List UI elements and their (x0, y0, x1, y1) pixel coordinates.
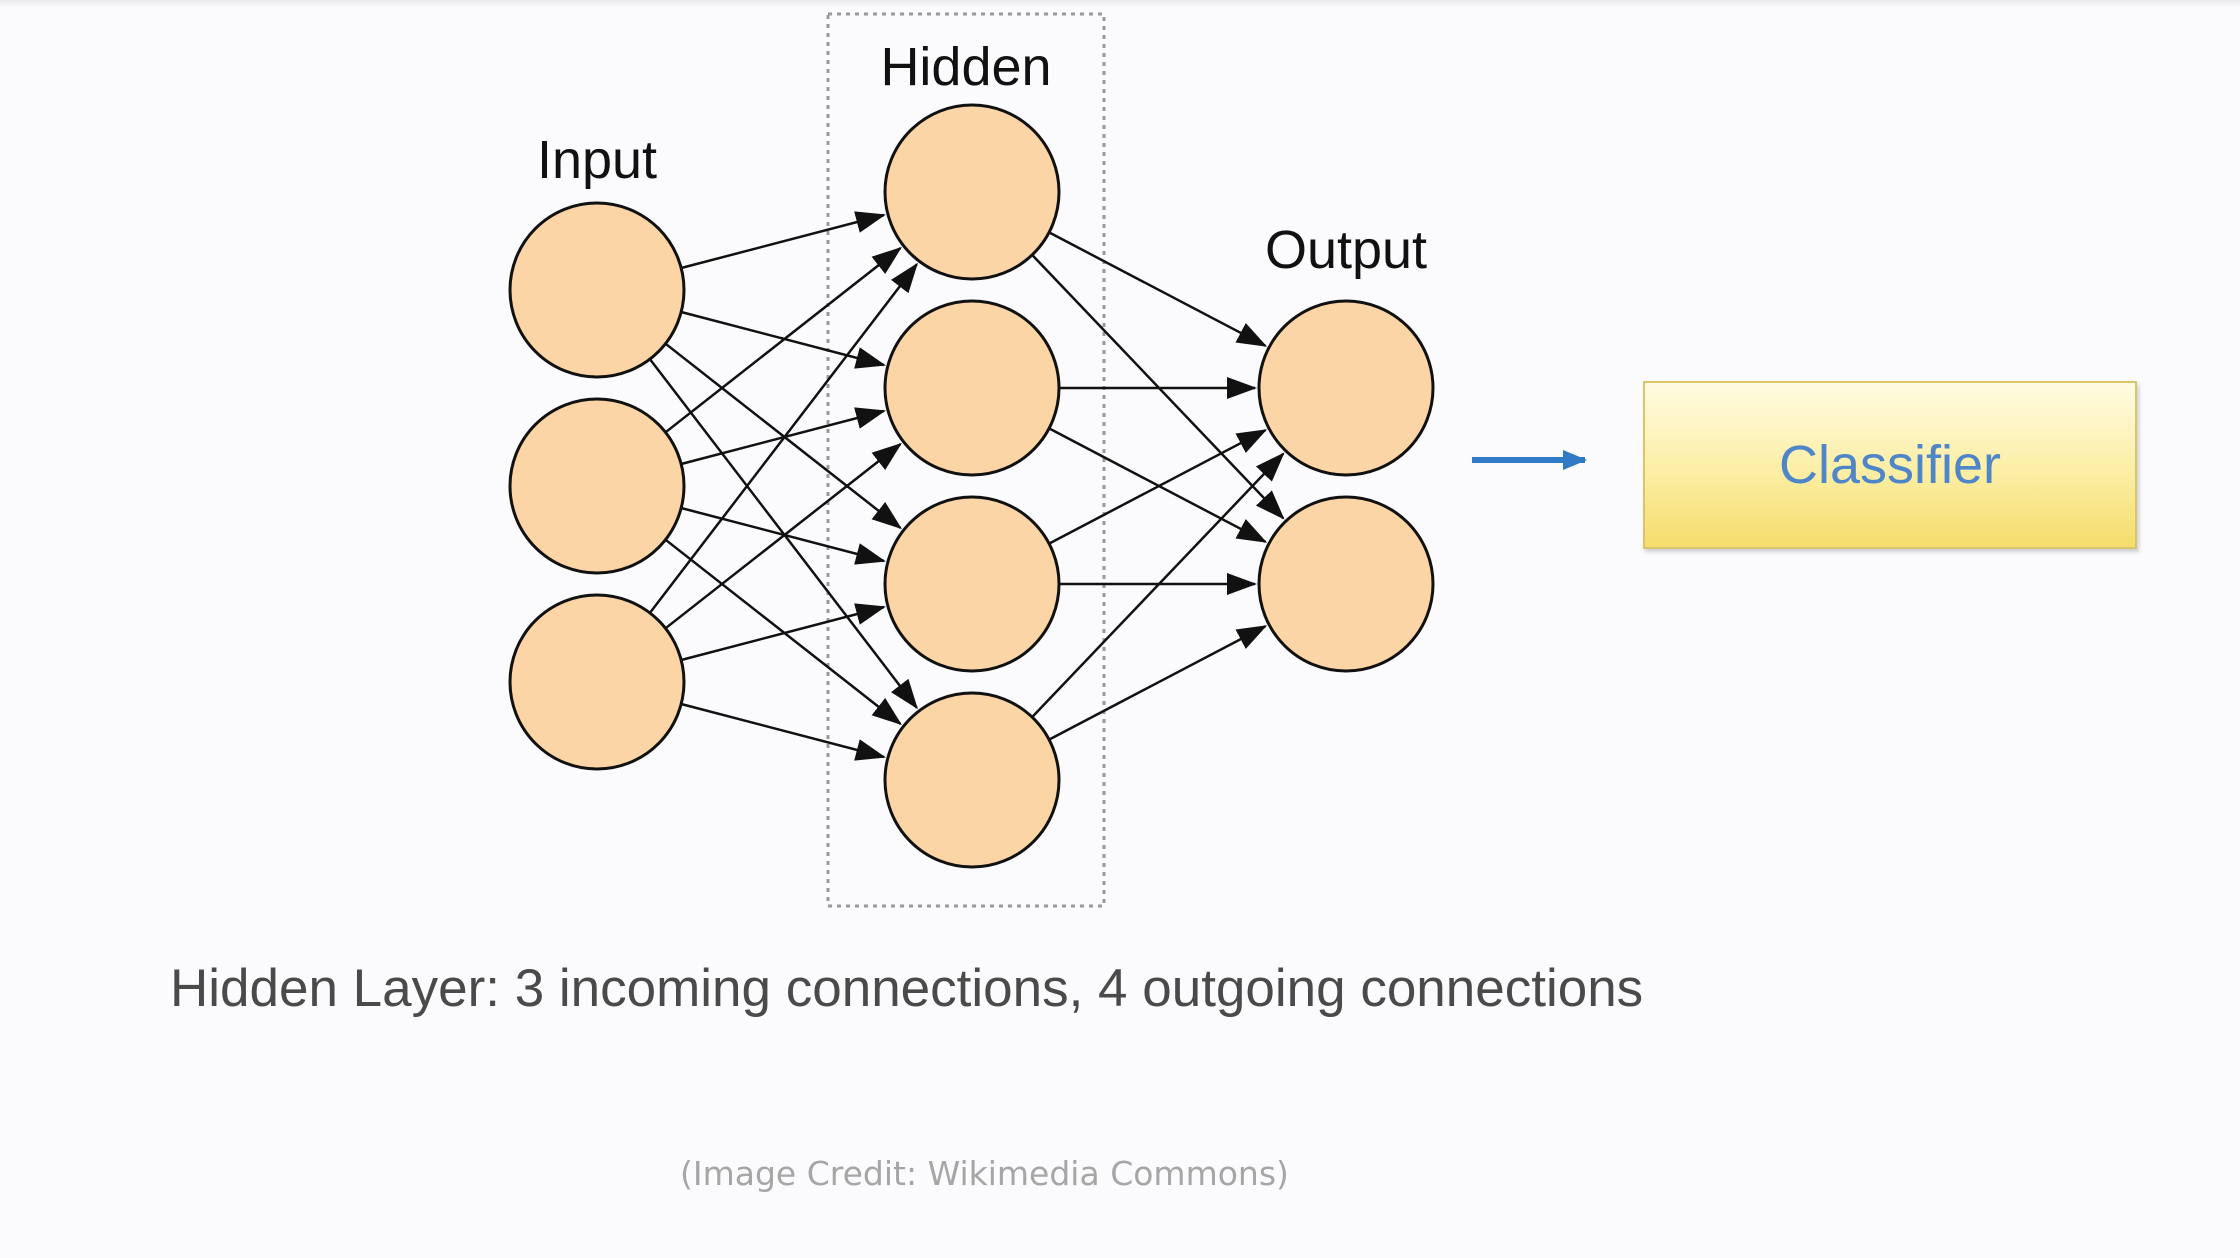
input-hidden-edge (664, 246, 902, 434)
top-shade (0, 0, 2240, 8)
input-hidden-edge (680, 506, 886, 565)
input-hidden-edge (680, 310, 886, 369)
input-hidden-edge (664, 538, 902, 726)
hidden-output-connections (1031, 231, 1285, 741)
input-node (508, 593, 686, 771)
output-layer-label: Output (1265, 220, 1427, 280)
hidden-node (883, 691, 1061, 869)
hidden-output-edge (1048, 429, 1268, 545)
input-layer (508, 201, 686, 771)
hidden-node (883, 495, 1061, 673)
hidden-node (883, 103, 1061, 281)
output-layer (1257, 299, 1435, 673)
input-hidden-edge (680, 702, 886, 761)
classifier-label: Classifier (1778, 435, 2002, 495)
output-node (1257, 495, 1435, 673)
hidden-output-edge (1048, 625, 1268, 741)
caption: Hidden Layer: 3 incoming connections, 4 … (170, 959, 1644, 1018)
hidden-node (883, 299, 1061, 477)
input-hidden-edge (648, 262, 918, 614)
hidden-layer-highlight-box (826, 12, 1106, 908)
output-node (1257, 299, 1435, 477)
input-hidden-connections (648, 211, 918, 761)
hidden-output-edge (1031, 452, 1285, 718)
hidden-output-edge (1031, 254, 1285, 520)
hidden-layer (883, 103, 1061, 869)
hidden-output-edge (1048, 427, 1268, 543)
classifier-box: Classifier (1643, 381, 2137, 549)
image-credit: (Image Credit: Wikimedia Commons) (680, 1154, 1289, 1193)
input-layer-label: Input (537, 130, 657, 190)
input-hidden-edge (664, 342, 902, 530)
input-hidden-edge (680, 603, 886, 662)
input-node (508, 201, 686, 379)
hidden-layer-label: Hidden (880, 37, 1051, 97)
input-node (508, 397, 686, 575)
input-hidden-edge (680, 211, 886, 270)
hidden-output-edge (1048, 231, 1268, 347)
input-hidden-edge (664, 442, 902, 630)
